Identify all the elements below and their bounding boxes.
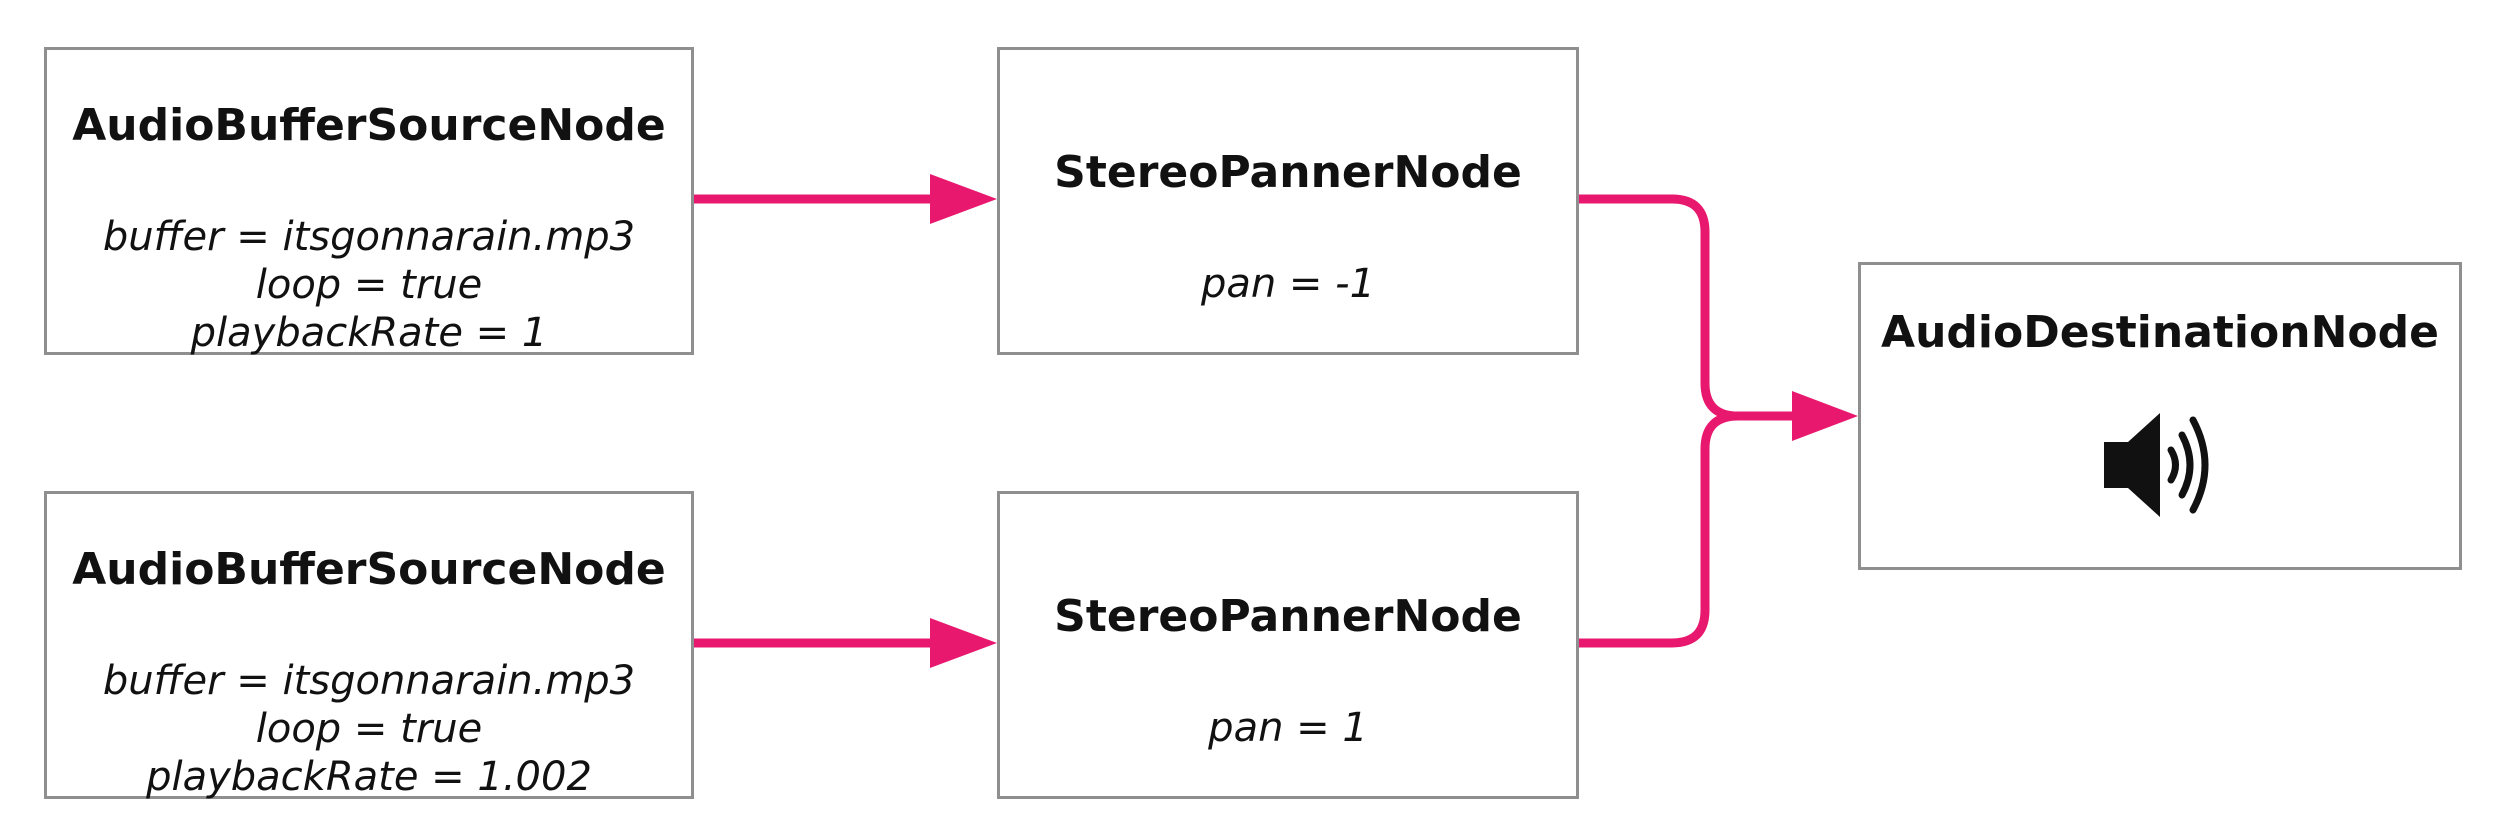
param-pan: pan = 1: [1208, 705, 1368, 751]
arrowhead-panner-top: [930, 174, 997, 224]
connector-panner-bottom-to-destination: [1579, 411, 1739, 648]
node-title: AudioDestinationNode: [1881, 307, 2439, 358]
node-title: AudioBufferSourceNode: [72, 100, 666, 151]
audio-buffer-source-node-bottom: AudioBufferSourceNode buffer = itsgonnar…: [44, 491, 694, 800]
param-playback-rate: playbackRate = 1.002: [146, 754, 592, 800]
stereo-panner-node-top: StereoPannerNode pan = -1: [997, 47, 1579, 355]
connector-panner-top-to-destination: [1579, 194, 1800, 421]
arrowhead-panner-bottom: [930, 618, 997, 668]
speaker-icon: [1861, 410, 2459, 520]
param-loop: loop = true: [255, 706, 483, 752]
arrowhead-destination: [1792, 391, 1858, 441]
param-pan: pan = -1: [1200, 261, 1376, 307]
audio-buffer-source-node-top: AudioBufferSourceNode buffer = itsgonnar…: [44, 47, 694, 356]
node-title: AudioBufferSourceNode: [72, 544, 666, 595]
param-playback-rate: playbackRate = 1: [190, 310, 548, 356]
param-loop: loop = true: [255, 262, 483, 308]
param-buffer: buffer = itsgonnarain.mp3: [102, 214, 636, 260]
param-buffer: buffer = itsgonnarain.mp3: [102, 658, 636, 704]
node-title: StereoPannerNode: [1054, 591, 1522, 642]
stereo-panner-node-bottom: StereoPannerNode pan = 1: [997, 491, 1579, 799]
node-title: StereoPannerNode: [1054, 147, 1522, 198]
audio-destination-node: AudioDestinationNode: [1858, 262, 2462, 570]
